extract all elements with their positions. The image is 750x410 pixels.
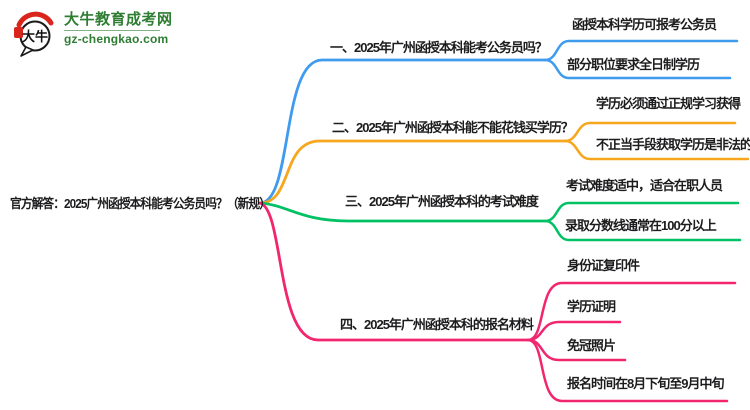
site-logo: 大牛 大牛教育成考网 gz-chengkao.com: [12, 10, 173, 58]
branch-4-child-1: 身份证复印件: [567, 258, 640, 273]
root-topic: 官方解答：2025广州函授本科能考公务员吗？（新规）: [10, 196, 271, 211]
branch-4-child-3: 免冠照片: [567, 338, 616, 353]
branch-2-child-1: 学历必须通过正规学习获得: [596, 96, 741, 111]
branch-2-topic: 二、2025年广州函授本科能不能花钱买学历？: [332, 120, 574, 135]
branch-3-topic: 三、2025年广州函授本科的考试难度: [345, 194, 539, 209]
branch-4-connector: [258, 201, 530, 342]
branch-4-child-2: 学历证明: [567, 299, 616, 314]
logo-divider: [64, 30, 160, 31]
branch-1-topic: 一、2025年广州函授本科能考公务员吗？: [330, 40, 548, 55]
branch-4-topic: 四、2025年广州函授本科的报名材料: [340, 317, 534, 332]
bull-speech-bubble-icon: 大牛: [14, 11, 54, 57]
branch-2-connector: [258, 139, 567, 205]
branch-1-child-2: 部分职位要求全日制学历: [567, 57, 700, 72]
branch-4-child-4-connector: [526, 338, 729, 403]
branch-1-child-2-connector: [543, 58, 732, 80]
branch-3-child-2: 录取分数线通常在100分以上: [565, 218, 717, 233]
branch-2-child-2: 不正当手段获取学历是非法的: [596, 137, 750, 152]
branch-1-child-1: 函授本科学历可报考公务员: [572, 17, 717, 32]
svg-text:大牛: 大牛: [22, 29, 48, 44]
branch-3-connector: [258, 201, 547, 223]
site-name: 大牛教育成考网: [64, 11, 173, 28]
branch-3-child-2-connector: [543, 219, 742, 242]
branch-4-child-4: 报名时间在8月下旬至9月中旬: [567, 376, 724, 391]
branch-1-connector: [258, 58, 547, 205]
site-domain: gz-chengkao.com: [64, 32, 169, 46]
branch-4-child-1-connector: [526, 281, 737, 342]
branch-2-child-2-connector: [563, 139, 750, 161]
branch-3-child-1: 考试难度适中，适合在职人员: [566, 178, 723, 193]
